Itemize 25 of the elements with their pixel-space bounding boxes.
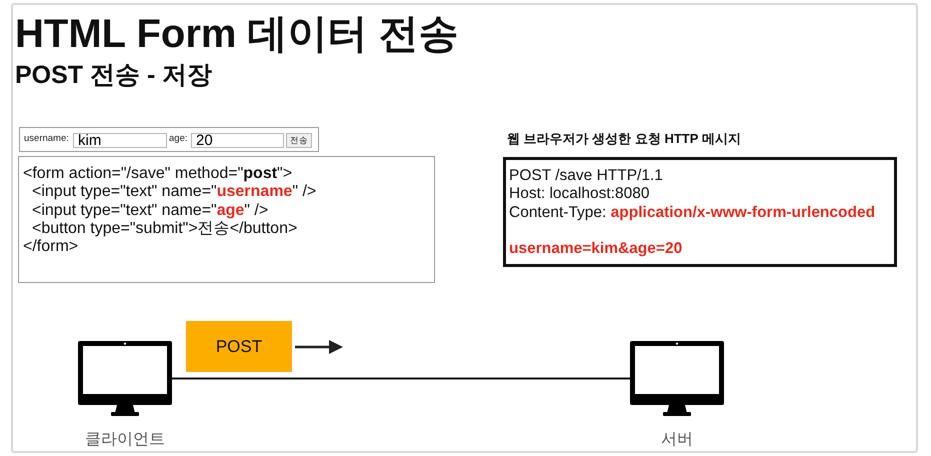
title: HTML Form 데이터 전송 [15, 11, 459, 57]
message-line: POST /save HTTP/1.1 [509, 167, 663, 184]
message-line: Host: localhost:8080 [509, 185, 650, 202]
message-line: Content-Type: application/x-www-form-urlencoded [509, 204, 876, 221]
code-line: <button type="submit">전송</button> [32, 220, 298, 237]
input-field: 20 [191, 133, 284, 148]
submit-button: 전송 [286, 133, 312, 148]
code-line: <input type="text" name="age" /> [32, 202, 268, 219]
code-line: <form action="/save" method="post"> [23, 165, 292, 182]
subtitle: POST 전송 - 저장 [15, 61, 212, 90]
device-caption: 클라이언트 [85, 430, 165, 449]
code-line: </form> [23, 238, 78, 256]
method-box: POST [186, 321, 292, 372]
field-label: username: [24, 133, 69, 145]
connection-line [172, 378, 630, 380]
code-line: <input type="text" name="username" /> [32, 183, 316, 200]
message-line: username=kim&age=20 [509, 240, 682, 258]
field-label: age: [169, 133, 188, 145]
monitor-icon [78, 341, 172, 416]
monitor-icon [630, 341, 724, 416]
device-caption: 서버 [661, 430, 693, 449]
panel-heading: 웹 브라우저가 생성한 요청 HTTP 메시지 [507, 131, 741, 147]
code-box [18, 156, 435, 283]
form-panel [19, 127, 319, 152]
input-field: kim [73, 133, 167, 148]
